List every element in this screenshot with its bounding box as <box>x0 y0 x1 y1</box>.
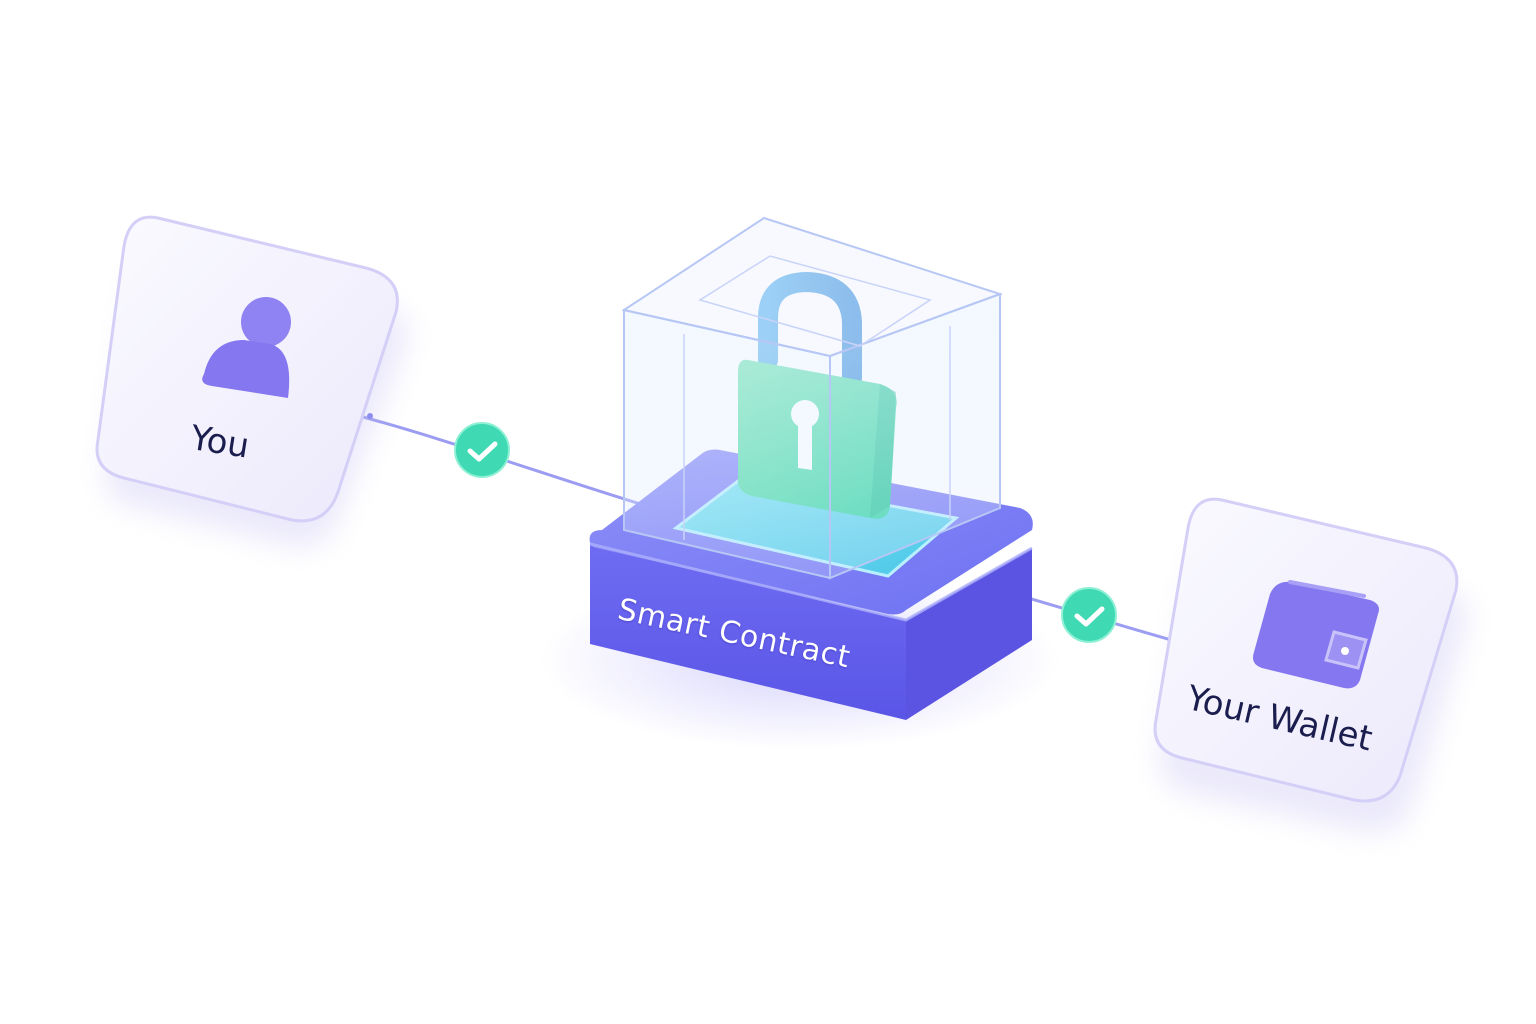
check-icon <box>467 441 498 462</box>
check-badge-you-contract <box>454 422 510 478</box>
check-icon <box>1074 606 1105 627</box>
user-icon <box>202 297 291 398</box>
glass-cube <box>621 216 1004 580</box>
check-badge-contract-wallet <box>1061 587 1117 643</box>
you-card <box>95 215 408 548</box>
wallet-card <box>1153 497 1468 833</box>
wallet-icon <box>1253 580 1379 689</box>
